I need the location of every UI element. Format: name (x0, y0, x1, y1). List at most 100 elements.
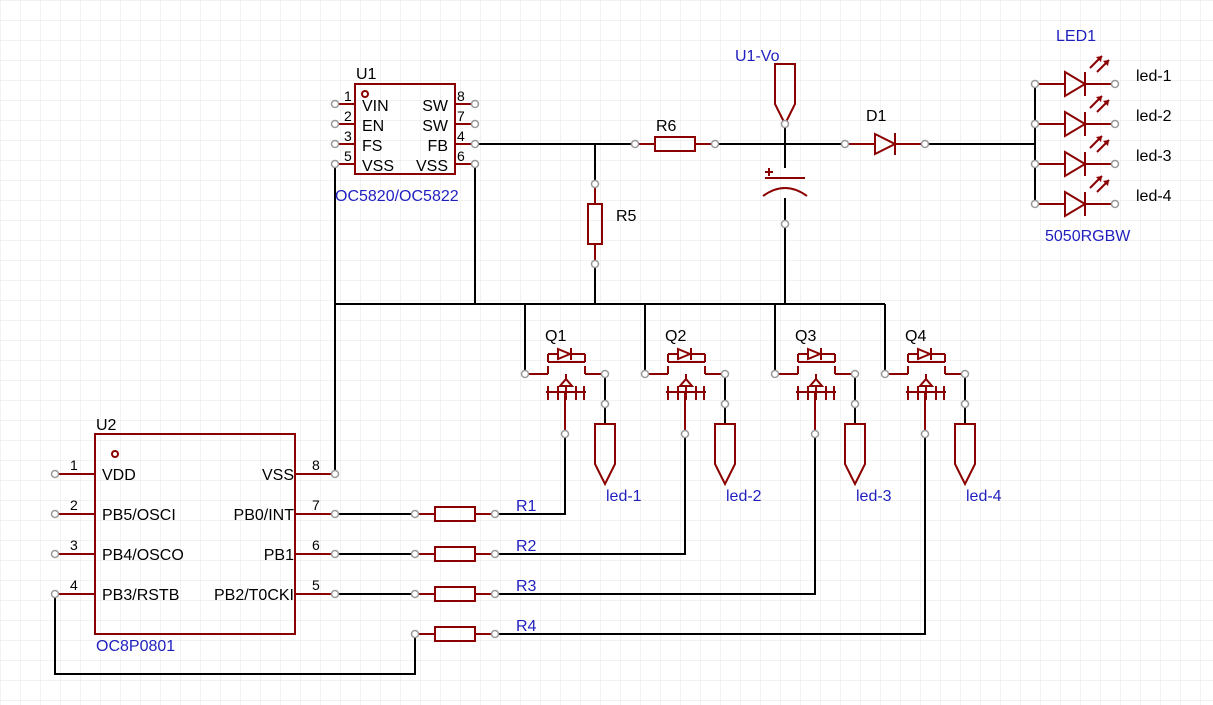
capacitor[interactable] (762, 168, 808, 197)
pin-endpoint (50, 469, 60, 479)
pin-endpoint (810, 429, 820, 439)
pin-endpoint (1110, 119, 1120, 129)
pin-endpoint (330, 99, 340, 109)
mosfet-q3[interactable]: Q3 (775, 328, 855, 434)
flag-label: led-3 (856, 488, 892, 505)
pin-endpoint (330, 549, 340, 559)
u1-vo-label: U1-Vo (735, 48, 780, 65)
led1-value: 5050RGBW (1045, 228, 1131, 245)
r4-label: R4 (516, 618, 537, 635)
pin-endpoint (490, 549, 500, 559)
pin-endpoint (1030, 119, 1040, 129)
u1-pin-name: VIN (362, 98, 389, 115)
mosfet-q1[interactable]: Q1 (525, 328, 605, 434)
pin-endpoint (520, 369, 530, 379)
led-net-label: led-3 (1136, 148, 1172, 165)
u1-pin-name: SW (422, 118, 449, 135)
resistor-r3[interactable]: R3 (415, 578, 537, 602)
pin-endpoint (330, 139, 340, 149)
netflag-u1-vo[interactable]: U1-Vo (735, 48, 796, 127)
mosfet-q2[interactable]: Q2 (645, 328, 725, 434)
led-channel-1: led-1 (1035, 55, 1172, 98)
pin-endpoint (1030, 79, 1040, 89)
u2-pin-num: 7 (312, 497, 320, 513)
u1-pin-num: 3 (344, 128, 352, 144)
pin-endpoint (1110, 199, 1120, 209)
netflag-led-2[interactable]: led-2 (714, 423, 762, 505)
pin-endpoint (630, 139, 640, 149)
pin-endpoint (470, 159, 480, 169)
pin-endpoint (330, 119, 340, 129)
u1-pin-name: FB (428, 138, 448, 155)
q3-label: Q3 (795, 328, 816, 345)
u2-value: OC8P0801 (96, 638, 175, 655)
u2-pin-name: PB1 (264, 547, 294, 564)
pin-endpoint (410, 509, 420, 519)
pin-endpoint (600, 369, 610, 379)
pin-endpoint (560, 429, 570, 439)
pin-endpoint (590, 259, 600, 269)
u1-ic[interactable]: U1 OC5820/OC5822 1 2 3 5 VIN EN FS VSS 8… (335, 66, 475, 205)
pin-endpoint (640, 369, 650, 379)
pin-endpoint (780, 219, 790, 229)
r2-label: R2 (516, 538, 537, 555)
pin-endpoint (720, 399, 730, 409)
netflag-led-4[interactable]: led-4 (954, 423, 1002, 505)
pin-endpoint (470, 119, 480, 129)
u2-pin-name: PB5/OSCI (102, 507, 176, 524)
pin-endpoint (850, 399, 860, 409)
u1-pin-num: 2 (344, 108, 352, 124)
pin1-marker-icon (361, 90, 369, 98)
u2-ic[interactable]: U2 OC8P0801 1 2 3 4 VDD PB5/OSCI PB4/OSC… (55, 417, 335, 655)
pin-endpoint (50, 549, 60, 559)
u2-pin-num: 2 (70, 497, 78, 513)
u2-pin-name: VSS (262, 467, 294, 484)
u1-pin-name: SW (422, 98, 449, 115)
pin-endpoint (50, 589, 60, 599)
connection-points (50, 79, 1120, 639)
u2-pin-num: 8 (312, 457, 320, 473)
u2-pin-num: 3 (70, 537, 78, 553)
led-channel-3: led-3 (1035, 135, 1172, 178)
pin-endpoint (920, 429, 930, 439)
pin-endpoint (1110, 159, 1120, 169)
pin-endpoint (490, 589, 500, 599)
u1-pin-num: 4 (457, 128, 465, 144)
u2-pin-name: VDD (102, 467, 136, 484)
r6-label: R6 (656, 118, 677, 135)
pin-endpoint (680, 429, 690, 439)
u2-pin-num: 5 (312, 577, 320, 593)
pin-endpoint (840, 139, 850, 149)
pin-endpoint (960, 369, 970, 379)
pin-endpoint (330, 469, 340, 479)
q4-label: Q4 (905, 328, 926, 345)
u2-pin-num: 1 (70, 457, 78, 473)
pin-endpoint (410, 589, 420, 599)
led1[interactable]: LED1 5050RGBW led-1 led-2 l (1035, 28, 1172, 245)
netflag-led-3[interactable]: led-3 (844, 423, 892, 505)
u2-pin-name: PB2/T0CKI (214, 587, 294, 604)
pin-endpoint (1030, 159, 1040, 169)
r5-label: R5 (616, 208, 637, 225)
u1-pin-name: EN (362, 118, 384, 135)
u1-ref: U1 (356, 66, 377, 83)
netflag-led-1[interactable]: led-1 (594, 423, 642, 505)
resistor-r2[interactable]: R2 (415, 538, 537, 562)
wires (54, 84, 1036, 675)
q1-label: Q1 (545, 328, 566, 345)
d1-label: D1 (866, 108, 887, 125)
flag-label: led-1 (606, 488, 642, 505)
q2-label: Q2 (665, 328, 686, 345)
pin-endpoint (920, 139, 930, 149)
mosfet-q4[interactable]: Q4 (885, 328, 965, 434)
resistor-r6[interactable]: R6 (635, 118, 715, 152)
u2-pin-num: 4 (70, 577, 78, 593)
diode-d1[interactable]: D1 (845, 108, 925, 156)
pin-endpoint (880, 369, 890, 379)
u1-pin-name: FS (362, 138, 382, 155)
pin-endpoint (50, 509, 60, 519)
led1-ref: LED1 (1056, 28, 1096, 45)
led-net-label: led-2 (1136, 108, 1172, 125)
pin-endpoint (1030, 199, 1040, 209)
